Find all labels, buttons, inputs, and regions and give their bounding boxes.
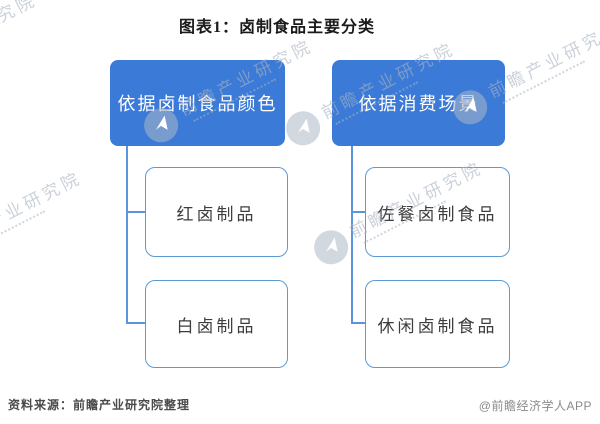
tree-node-child-red-braised-label: 红卤制品 xyxy=(176,204,257,224)
watermark-text: 前瞻产业研究院 xyxy=(0,0,41,74)
watermark-subtext-dots xyxy=(0,210,46,254)
watermark-text: 前瞻产业研究院 xyxy=(0,168,86,252)
connector-horizontal-line-right-1 xyxy=(351,211,365,213)
tree-node-child-meal-braised-label: 佐餐卤制食品 xyxy=(377,204,498,224)
page-title: 图表1：卤制食品主要分类 xyxy=(178,19,375,36)
tree-node-parent-color-label: 依据卤制食品颜色 xyxy=(117,94,278,114)
connector-horizontal-line-right-2 xyxy=(351,322,365,324)
connector-vertical-line-right xyxy=(351,146,353,324)
connector-horizontal-line-left-2 xyxy=(126,322,145,324)
connector-horizontal-line-left-1 xyxy=(126,211,145,213)
qianzhan-logo-icon xyxy=(308,224,355,271)
tree-node-child-red-braised: 红卤制品 xyxy=(145,167,288,257)
connector-vertical-line-left xyxy=(126,146,128,324)
watermark-tile: 前瞻产业研究院 xyxy=(0,165,90,281)
tree-node-child-white-braised-label: 白卤制品 xyxy=(176,316,257,336)
brand-note: @前瞻经济学人APP xyxy=(478,399,592,413)
tree-node-parent-color: 依据卤制食品颜色 xyxy=(110,60,285,146)
watermark-subtext-dots xyxy=(502,60,586,104)
tree-node-child-white-braised: 白卤制品 xyxy=(145,280,288,368)
tree-node-child-meal-braised: 佐餐卤制食品 xyxy=(365,167,510,257)
tree-node-parent-scene: 依据消费场景 xyxy=(332,60,505,146)
source-note: 资料来源：前瞻产业研究院整理 xyxy=(8,398,191,412)
qianzhan-logo-icon xyxy=(280,105,327,152)
tree-node-child-leisure-braised: 休闲卤制食品 xyxy=(365,280,510,368)
tree-node-child-leisure-braised-label: 休闲卤制食品 xyxy=(377,316,498,336)
tree-node-parent-scene-label: 依据消费场景 xyxy=(358,94,479,114)
